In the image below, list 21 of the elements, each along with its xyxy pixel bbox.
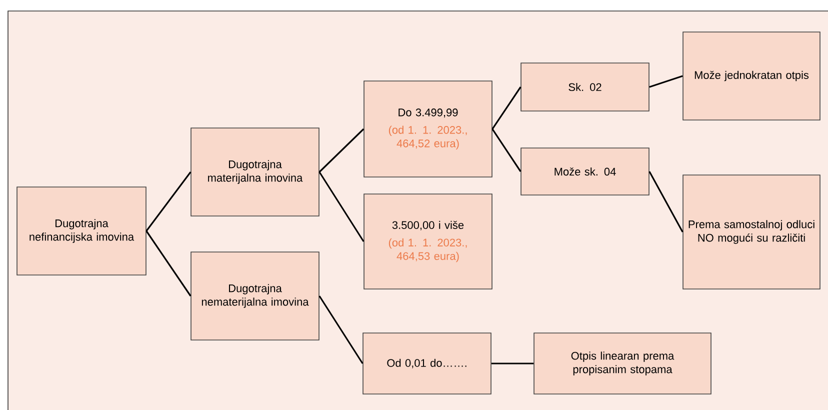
- box: Dugotrajna materijalna imovina: [190, 128, 320, 216]
- connector: [146, 230, 192, 296]
- box: Do 3.499,99 (od 1. 1. 2023., 464,52 eura): [364, 80, 492, 178]
- box: Sk. 02: [520, 62, 650, 112]
- connector: [492, 128, 522, 172]
- box: Otpis linearan prema propisanim stopama: [534, 332, 712, 394]
- connector: [318, 296, 364, 364]
- connector: [146, 172, 192, 232]
- box: Od 0,01 do…….: [362, 332, 492, 394]
- box: Prema samostalnoj odluci NO mogući su različiti: [682, 174, 820, 290]
- connector: [491, 362, 534, 364]
- box: Može sk. 04: [520, 148, 650, 196]
- connector: [318, 172, 364, 242]
- connector: [649, 75, 683, 88]
- connector: [318, 128, 364, 173]
- box: Dugotrajna nefinancijska imovina: [16, 186, 146, 276]
- box: Može jednokratan otpis: [682, 32, 820, 120]
- box: 3.500,00 i više (od 1. 1. 2023., 464,53 eura): [364, 194, 492, 290]
- box: Dugotrajna nematerijalna imovina: [190, 252, 320, 340]
- connector: [648, 171, 684, 232]
- connector: [492, 86, 522, 130]
